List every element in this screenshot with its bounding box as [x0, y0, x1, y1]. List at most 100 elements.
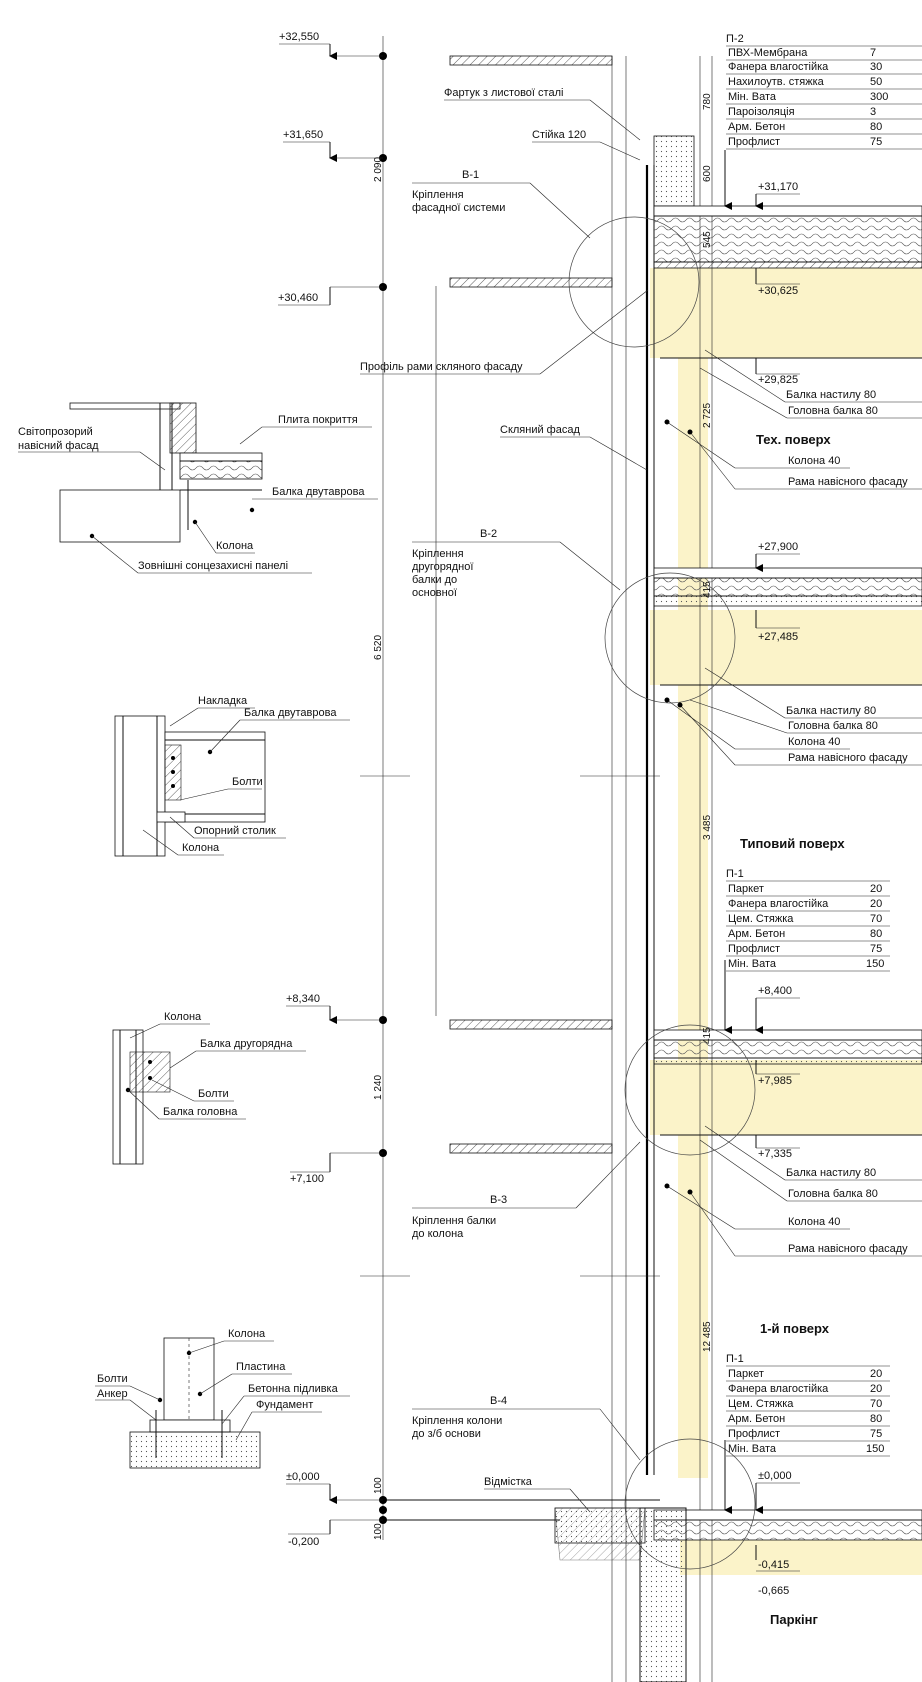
label-glass-facade: Скляний фасад — [500, 424, 580, 436]
svg-text:3: 3 — [870, 106, 876, 118]
svg-text:Балка другорядна: Балка другорядна — [200, 1038, 293, 1050]
svg-text:Балка настилу 80: Балка настилу 80 — [786, 389, 876, 401]
svg-text:6 520: 6 520 — [373, 635, 384, 660]
label-frame-profile: Профіль рами скляного фасаду — [360, 361, 523, 373]
svg-text:Фундамент: Фундамент — [256, 1399, 313, 1411]
svg-text:Кріплення балки: Кріплення балки — [412, 1215, 496, 1227]
svg-text:150: 150 — [866, 1443, 884, 1455]
svg-text:Кріплення колони: Кріплення колони — [412, 1415, 502, 1427]
svg-text:Колона 40: Колона 40 — [788, 1216, 840, 1228]
svg-text:Головна балка 80: Головна балка 80 — [788, 1188, 878, 1200]
svg-text:Балка настилу 80: Балка настилу 80 — [786, 1167, 876, 1179]
main-section — [360, 36, 922, 1682]
node-callouts: В-1 Кріплення фасадної системи В-2 Кріпл… — [412, 169, 641, 1461]
svg-text:Зовнішні сонцезахисні панелі: Зовнішні сонцезахисні панелі — [138, 560, 288, 572]
elev-0000: ±0,000 — [286, 1471, 320, 1483]
svg-text:Профлист: Профлист — [728, 943, 780, 955]
detail-column-beam: Колона Балка другорядна Болти Балка голо… — [112, 1011, 306, 1165]
svg-text:50: 50 — [870, 76, 882, 88]
svg-text:Кріплення: Кріплення — [412, 548, 464, 560]
node-b1-id: В-1 — [462, 169, 479, 181]
svg-text:Мін. Вата: Мін. Вата — [728, 958, 777, 970]
svg-text:Балка головна: Балка головна — [163, 1106, 238, 1118]
elevations-left: +32,550 +31,650 +30,460 +8,340 +7,100 ±0… — [278, 31, 383, 1548]
svg-text:Рама навісного фасаду: Рама навісного фасаду — [788, 476, 908, 488]
label-post: Стійка 120 — [532, 129, 586, 141]
svg-text:415: 415 — [702, 1027, 713, 1044]
svg-text:75: 75 — [870, 943, 882, 955]
label-apron: Фартук з листової сталі — [444, 87, 563, 99]
svg-text:Арм. Бетон: Арм. Бетон — [728, 121, 785, 133]
elev-r-7335: +7,335 — [758, 1148, 792, 1160]
elev-32550: +32,550 — [279, 31, 319, 43]
svg-text:основної: основної — [412, 587, 457, 599]
svg-text:ПВХ-Мембрана: ПВХ-Мембрана — [728, 47, 808, 59]
detail-beam-connection: Накладка Балка двутаврова Болти Опорний … — [114, 695, 350, 857]
elevations-right: +31,170 +30,625 +29,825 +27,900 +27,485 … — [724, 150, 800, 1597]
elev-r-minus0665: -0,665 — [758, 1585, 789, 1597]
svg-text:415: 415 — [702, 581, 713, 598]
svg-text:Колона: Колона — [164, 1011, 202, 1023]
svg-text:2 725: 2 725 — [702, 403, 713, 428]
svg-text:70: 70 — [870, 1398, 882, 1410]
svg-text:7: 7 — [870, 47, 876, 59]
svg-text:Профлист: Профлист — [728, 136, 780, 148]
elev-r-minus0415: -0,415 — [758, 1559, 789, 1571]
svg-text:2 090: 2 090 — [373, 157, 384, 182]
svg-text:Колона 40: Колона 40 — [788, 736, 840, 748]
svg-text:80: 80 — [870, 928, 882, 940]
elev-31650: +31,650 — [283, 129, 323, 141]
svg-text:100: 100 — [373, 1523, 384, 1540]
node-b4-id: В-4 — [490, 1395, 507, 1407]
svg-text:Колона: Колона — [182, 842, 220, 854]
elev-7100: +7,100 — [290, 1173, 324, 1185]
svg-text:Мін. Вата: Мін. Вата — [728, 1443, 777, 1455]
elev-r-29825: +29,825 — [758, 374, 798, 386]
svg-text:Мін. Вата: Мін. Вата — [728, 91, 777, 103]
svg-text:100: 100 — [373, 1477, 384, 1494]
svg-text:Світопрозорий: Світопрозорий — [18, 426, 93, 438]
svg-text:20: 20 — [870, 1368, 882, 1380]
svg-text:12 485: 12 485 — [702, 1321, 713, 1352]
svg-text:80: 80 — [870, 121, 882, 133]
dimensions-left: 2 090 6 520 1 240 100 100 — [373, 157, 384, 1540]
detail-column-base: Колона Пластина Болти Анкер Бетонна підл… — [95, 1328, 350, 1469]
svg-text:780: 780 — [702, 93, 713, 110]
svg-text:Колона 40: Колона 40 — [788, 455, 840, 467]
svg-text:Опорний столик: Опорний столик — [194, 825, 276, 837]
elev-r-0000: ±0,000 — [758, 1470, 792, 1482]
svg-text:Арм. Бетон: Арм. Бетон — [728, 1413, 785, 1425]
svg-text:Бетонна підливка: Бетонна підливка — [248, 1383, 339, 1395]
svg-text:Цем. Стяжка: Цем. Стяжка — [728, 1398, 794, 1410]
svg-text:другорядної: другорядної — [412, 561, 473, 573]
elev-30460: +30,460 — [278, 292, 318, 304]
svg-text:до колона: до колона — [412, 1228, 464, 1240]
svg-text:Кріплення: Кріплення — [412, 189, 464, 201]
floor-title-first: 1-й поверх — [760, 1321, 830, 1336]
node-b2-id: В-2 — [480, 528, 497, 540]
svg-text:20: 20 — [870, 1383, 882, 1395]
elev-8340: +8,340 — [286, 993, 320, 1005]
svg-text:Плита покриття: Плита покриття — [278, 414, 358, 426]
svg-text:Колона: Колона — [228, 1328, 266, 1340]
svg-text:545: 545 — [702, 231, 713, 248]
elev-r-7985: +7,985 — [758, 1075, 792, 1087]
facade-labels: Фартук з листової сталі Стійка 120 Профі… — [360, 87, 649, 1513]
floor-title-parking: Паркінг — [770, 1612, 818, 1627]
svg-text:600: 600 — [702, 165, 713, 182]
svg-text:Паркет: Паркет — [728, 883, 764, 895]
svg-text:80: 80 — [870, 1413, 882, 1425]
svg-text:Болти: Болти — [97, 1373, 128, 1385]
svg-text:фасадної системи: фасадної системи — [412, 202, 505, 214]
dimensions-right: 780 600 545 2 725 415 3 485 415 12 485 — [702, 93, 713, 1352]
svg-text:30: 30 — [870, 61, 882, 73]
svg-text:П-1: П-1 — [726, 868, 744, 880]
svg-text:300: 300 — [870, 91, 888, 103]
svg-text:3 485: 3 485 — [702, 815, 713, 840]
svg-text:Болти: Болти — [198, 1088, 229, 1100]
right-callouts: Балка настилу 80 Головна балка 80 Колона… — [664, 349, 922, 1257]
svg-text:Цем. Стяжка: Цем. Стяжка — [728, 913, 794, 925]
